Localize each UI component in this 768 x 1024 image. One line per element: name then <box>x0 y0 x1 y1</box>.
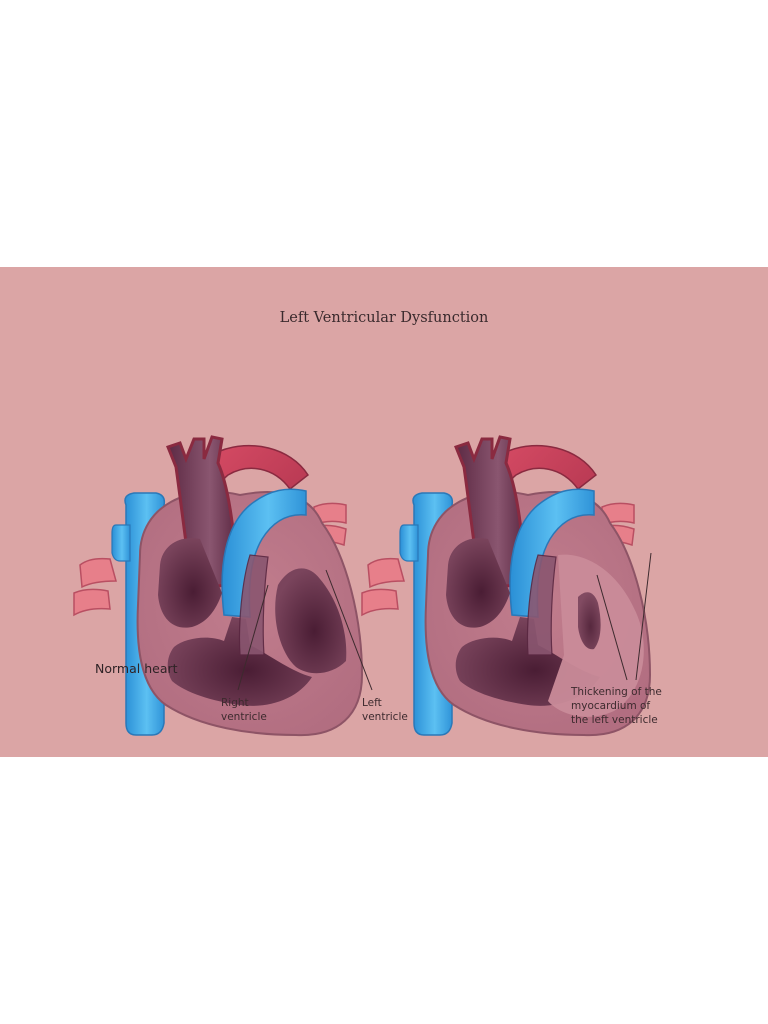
normal-heart-label: Normal heart <box>95 661 178 676</box>
heart-illustrations <box>72 435 652 737</box>
left-ventricle-label-line-2: ventricle <box>362 711 408 723</box>
thickening-label-line-2: myocardium of <box>571 700 651 712</box>
thick-leader-line-2 <box>635 552 652 681</box>
diagram-title: Left Ventricular Dysfunction <box>279 310 489 326</box>
thick-leader-line-1 <box>596 574 628 681</box>
thickening-label-line-3: the left ventricle <box>571 714 658 726</box>
right-ventricle-label-line-2: ventricle <box>221 711 267 723</box>
diagram-figure: Left Ventricular Dysfunction Normal hear… <box>0 267 768 757</box>
myocardium-thickening-label: Thickening of the myocardium of the left… <box>571 685 662 727</box>
right-ventricle-label: Right ventricle <box>221 696 267 724</box>
left-ventricle-label: Left ventricle <box>362 696 408 724</box>
right-ventricle-label-line-1: Right <box>221 697 249 709</box>
rv-leader-line <box>237 584 269 691</box>
left-ventricle-label-line-1: Left <box>362 697 382 709</box>
lv-leader-line <box>325 569 373 691</box>
thickening-label-line-1: Thickening of the <box>571 686 662 698</box>
